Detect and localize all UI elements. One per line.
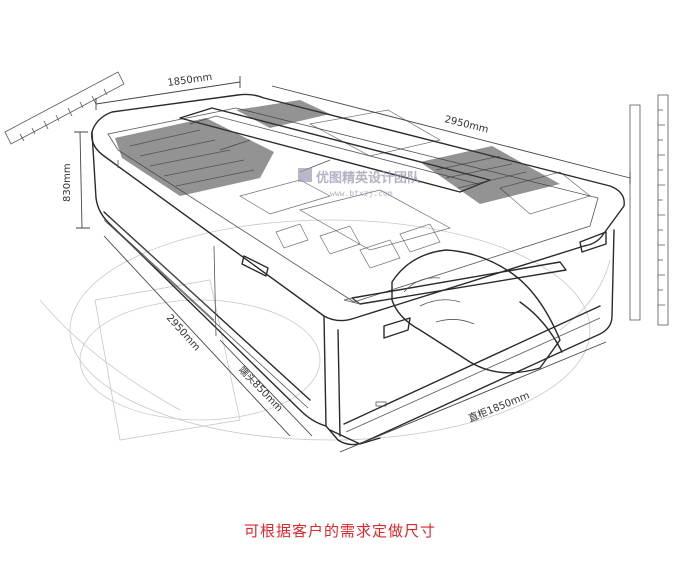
ruler-right [629,94,669,326]
custom-size-caption: 可根据客户的需求定做尺寸 [243,522,436,540]
hand-with-pencil [343,249,567,374]
watermark: 优图精英设计团队 www.btxzj.com [298,168,421,198]
ruler-left [4,71,125,145]
freezer-cabinet [91,93,625,446]
watermark-title: 优图精英设计团队 [316,170,421,186]
dimension-top-width: 1850mm [167,72,213,89]
dimension-straight-width: 直柜1850mm [466,388,531,424]
dimension-side-length: 2950mm [164,313,202,354]
dimension-labels: 1850mm 2950mm 830mm 2950mm 端头850mm 直柜185… [62,72,531,425]
displayed-goods [115,100,591,269]
dimension-lines [74,76,631,453]
watermark-url: www.btxzj.com [330,189,393,198]
dimension-top-length: 2950mm [443,114,489,136]
dimension-height: 830mm [62,163,73,202]
